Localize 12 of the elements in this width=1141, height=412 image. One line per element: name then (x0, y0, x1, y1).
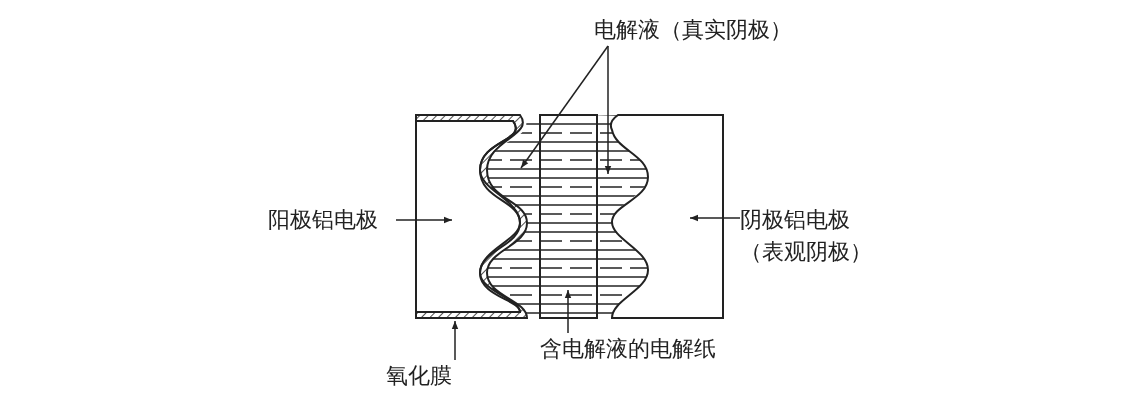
callout-label: 阴极铝电极（表观阴极） (740, 204, 875, 268)
callout-label: 氧化膜 (386, 360, 466, 392)
callout-label: 电解液（真实阴极） (594, 14, 814, 46)
callout-label: 含电解液的电解纸 (540, 333, 750, 365)
callout-label: 阳极铝电极 (268, 204, 396, 236)
leader-arrow (451, 320, 459, 361)
leader-arrow (689, 214, 741, 222)
leader-arrow (564, 289, 572, 334)
cathode-electrode (609, 114, 724, 319)
leader-arrow (520, 45, 609, 169)
leader-arrow (604, 45, 612, 175)
leader-arrow (395, 216, 453, 224)
